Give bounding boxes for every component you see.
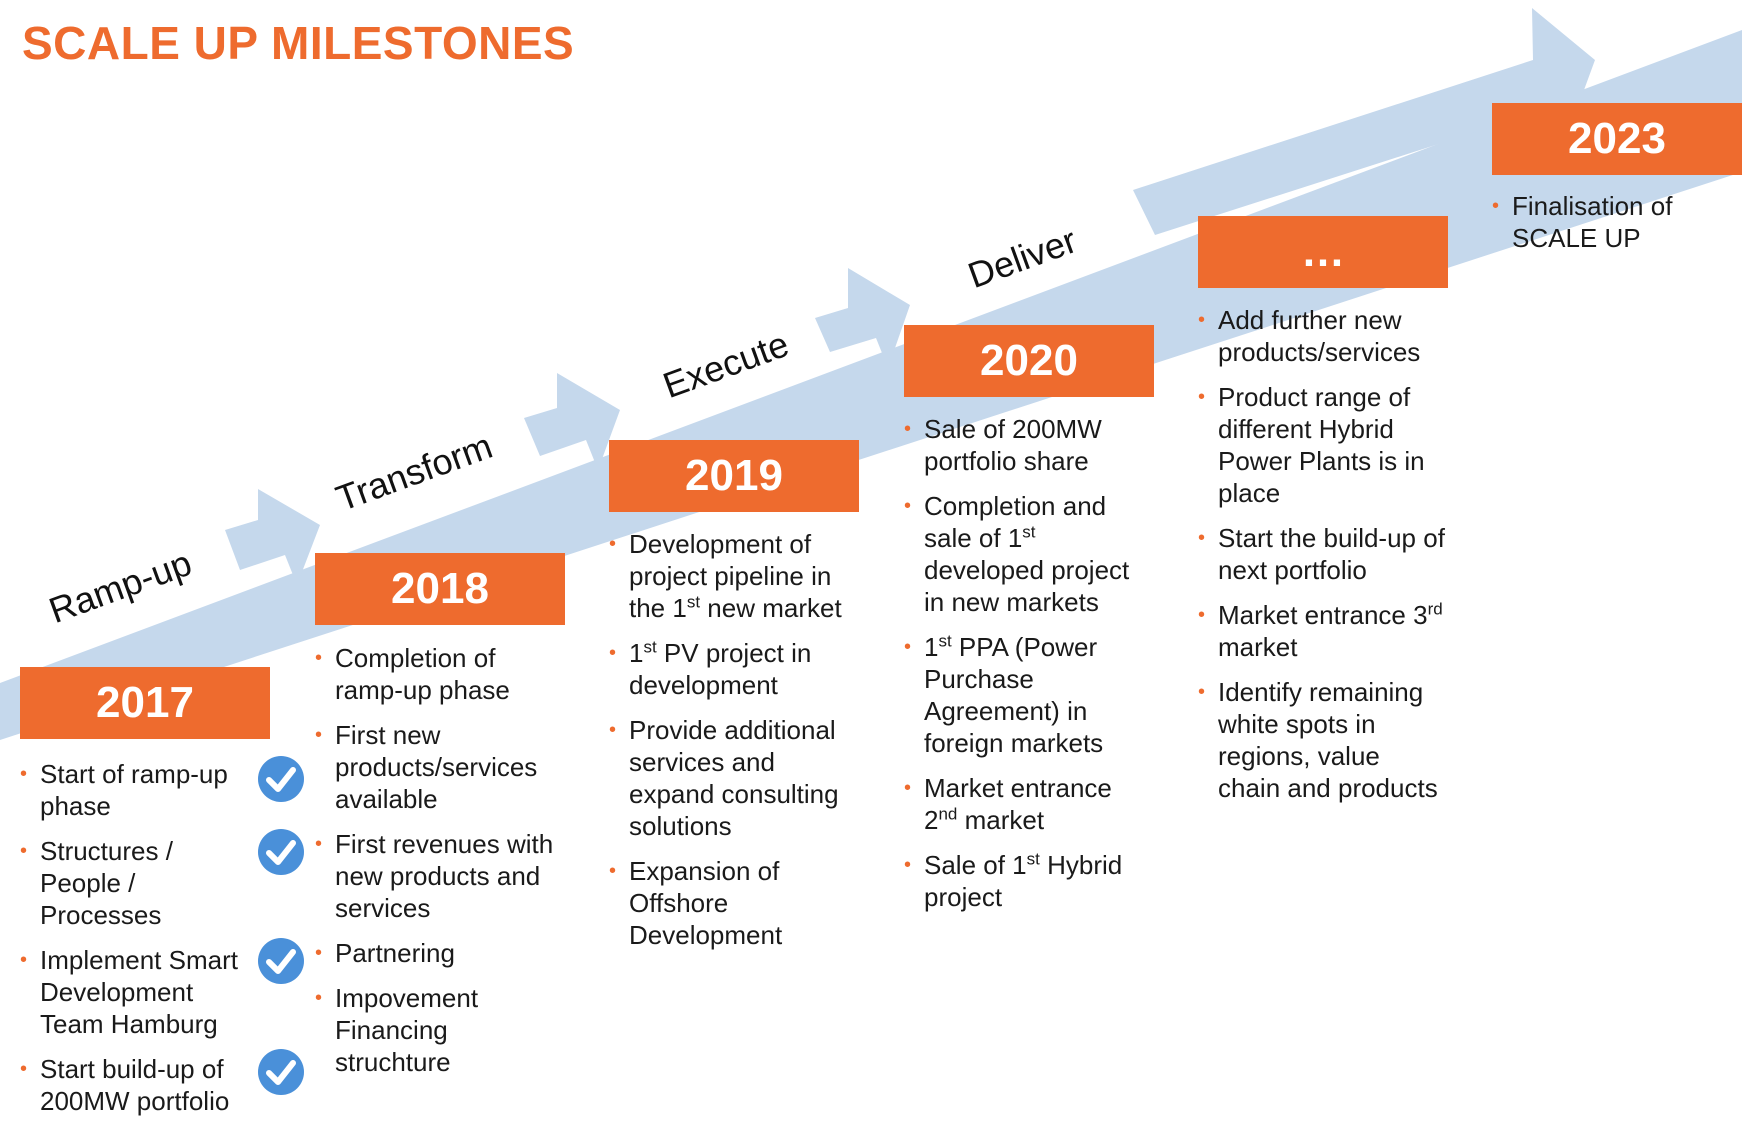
milestone-list-2020: Sale of 200MW portfolio share Completion… [904,413,1149,926]
year-box-2017: 2017 [20,667,270,739]
year-box-2023: 2023 [1492,103,1742,175]
item-text: 1 [924,632,939,662]
list-item: Identify remaining white spots in region… [1198,676,1448,804]
ordinal-suffix: st [643,637,657,657]
ordinal-suffix: st [1022,522,1036,542]
list-item: Sale of 1st Hybrid project [904,849,1149,913]
check-circle-icon [258,829,304,875]
list-item: Expansion of Offshore Development [609,855,859,951]
ordinal-suffix: st [938,631,952,651]
check-circle-icon [258,1049,304,1095]
ordinal-suffix: st [1026,849,1040,869]
milestone-list-2017: Start of ramp-up phase Structures / Peop… [20,758,250,1130]
list-item: Market entrance 2nd market [904,772,1149,836]
list-item: First new products/services available [315,719,565,815]
year-box-2019: 2019 [609,440,859,512]
item-text-end: PPA (Power Purchase Agreement) in foreig… [924,632,1104,758]
year-box-ellipsis: … [1198,216,1448,288]
list-item: Completion and sale of 1st developed pro… [904,490,1149,618]
list-item: Structures / People / Processes [20,835,250,931]
list-item: Add further new products/services [1198,304,1448,368]
milestone-list-2023: Finalisation of SCALE UP [1492,190,1712,267]
ordinal-suffix: st [686,592,701,612]
progress-band [0,30,1742,740]
step-arrow-2 [524,373,620,470]
list-item: Start of ramp-up phase [20,758,250,822]
item-text: Completion and sale of 1 [924,491,1107,553]
list-item: Development of project pipeline in the 1… [609,528,859,624]
list-item: Start the build-up of next portfolio [1198,522,1448,586]
list-item: 1st PPA (Power Purchase Agreement) in fo… [904,631,1149,759]
item-text-end: developed project in new markets [924,555,1130,617]
milestone-list-2018: Completion of ramp-up phase First new pr… [315,642,565,1091]
list-item: Sale of 200MW portfolio share [904,413,1149,477]
item-text-end: market [957,805,1045,835]
item-text-end: new market [700,593,842,623]
list-item: Start build-up of 200MW portfolio [20,1053,250,1117]
list-item: First revenues with new products and ser… [315,828,565,924]
list-item: 1st PV project in development [609,637,859,701]
list-item: Partnering [315,937,565,969]
step-arrow-4 [1133,8,1595,235]
page-title: SCALE UP MILESTONES [22,17,575,69]
step-arrow-1 [225,489,320,585]
item-text-end: PV project in development [629,638,812,700]
check-circle-icon [258,756,304,802]
list-item: Finalisation of SCALE UP [1492,190,1712,254]
item-text: Market entrance 2 [924,773,1112,835]
check-circle-icon [258,938,304,984]
ordinal-suffix: rd [1427,599,1443,619]
milestone-list-2019: Development of project pipeline in the 1… [609,528,859,964]
item-text-end: Hybrid project [924,850,1123,912]
item-text: Sale of 1 [924,850,1027,880]
ordinal-suffix: nd [938,804,958,824]
item-text: 1 [629,638,644,668]
milestone-list-ellipsis: Add further new products/services Produc… [1198,304,1448,817]
year-box-2018: 2018 [315,553,565,625]
list-item: Impovement Financing struchture [315,982,565,1078]
list-item: Market entrance 3rd market [1198,599,1448,663]
year-box-2020: 2020 [904,325,1154,397]
list-item: Implement Smart Development Team Hamburg [20,944,250,1040]
list-item: Provide additional services and expand c… [609,714,859,842]
list-item: Completion of ramp-up phase [315,642,565,706]
item-text: Market entrance 3 [1218,600,1428,630]
item-text-end: market [1218,632,1298,662]
item-text: Development of project pipeline in the 1 [629,529,832,623]
step-arrow-3 [815,268,910,368]
list-item: Product range of different Hybrid Power … [1198,381,1448,509]
